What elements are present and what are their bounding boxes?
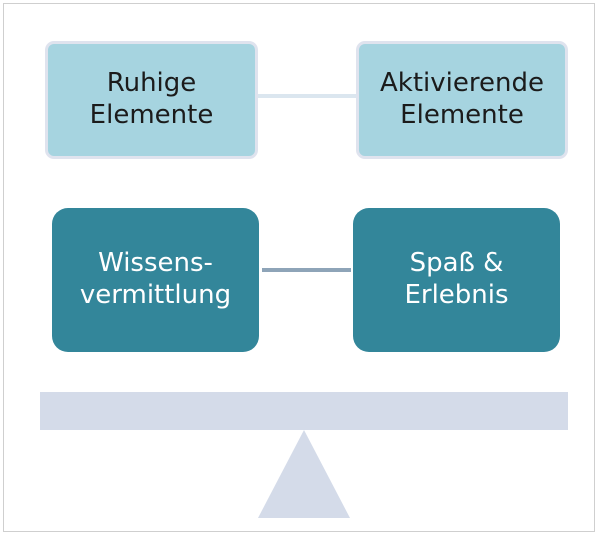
- balance-fulcrum-triangle: [258, 430, 350, 518]
- fun-experience-label: Spaß & Erlebnis: [404, 248, 509, 310]
- top-connector-line: [258, 94, 356, 98]
- knowledge-transfer-label: Wissens- vermittlung: [79, 248, 232, 310]
- calm-elements-label: Ruhige Elemente: [89, 68, 214, 130]
- activating-elements-label: Aktivierende Elemente: [380, 68, 544, 130]
- knowledge-transfer-box: Wissens- vermittlung: [52, 208, 259, 352]
- balance-beam: [40, 392, 568, 430]
- activating-elements-box: Aktivierende Elemente: [356, 41, 568, 159]
- bottom-connector-line: [262, 268, 351, 272]
- fun-experience-box: Spaß & Erlebnis: [353, 208, 560, 352]
- calm-elements-box: Ruhige Elemente: [45, 41, 258, 159]
